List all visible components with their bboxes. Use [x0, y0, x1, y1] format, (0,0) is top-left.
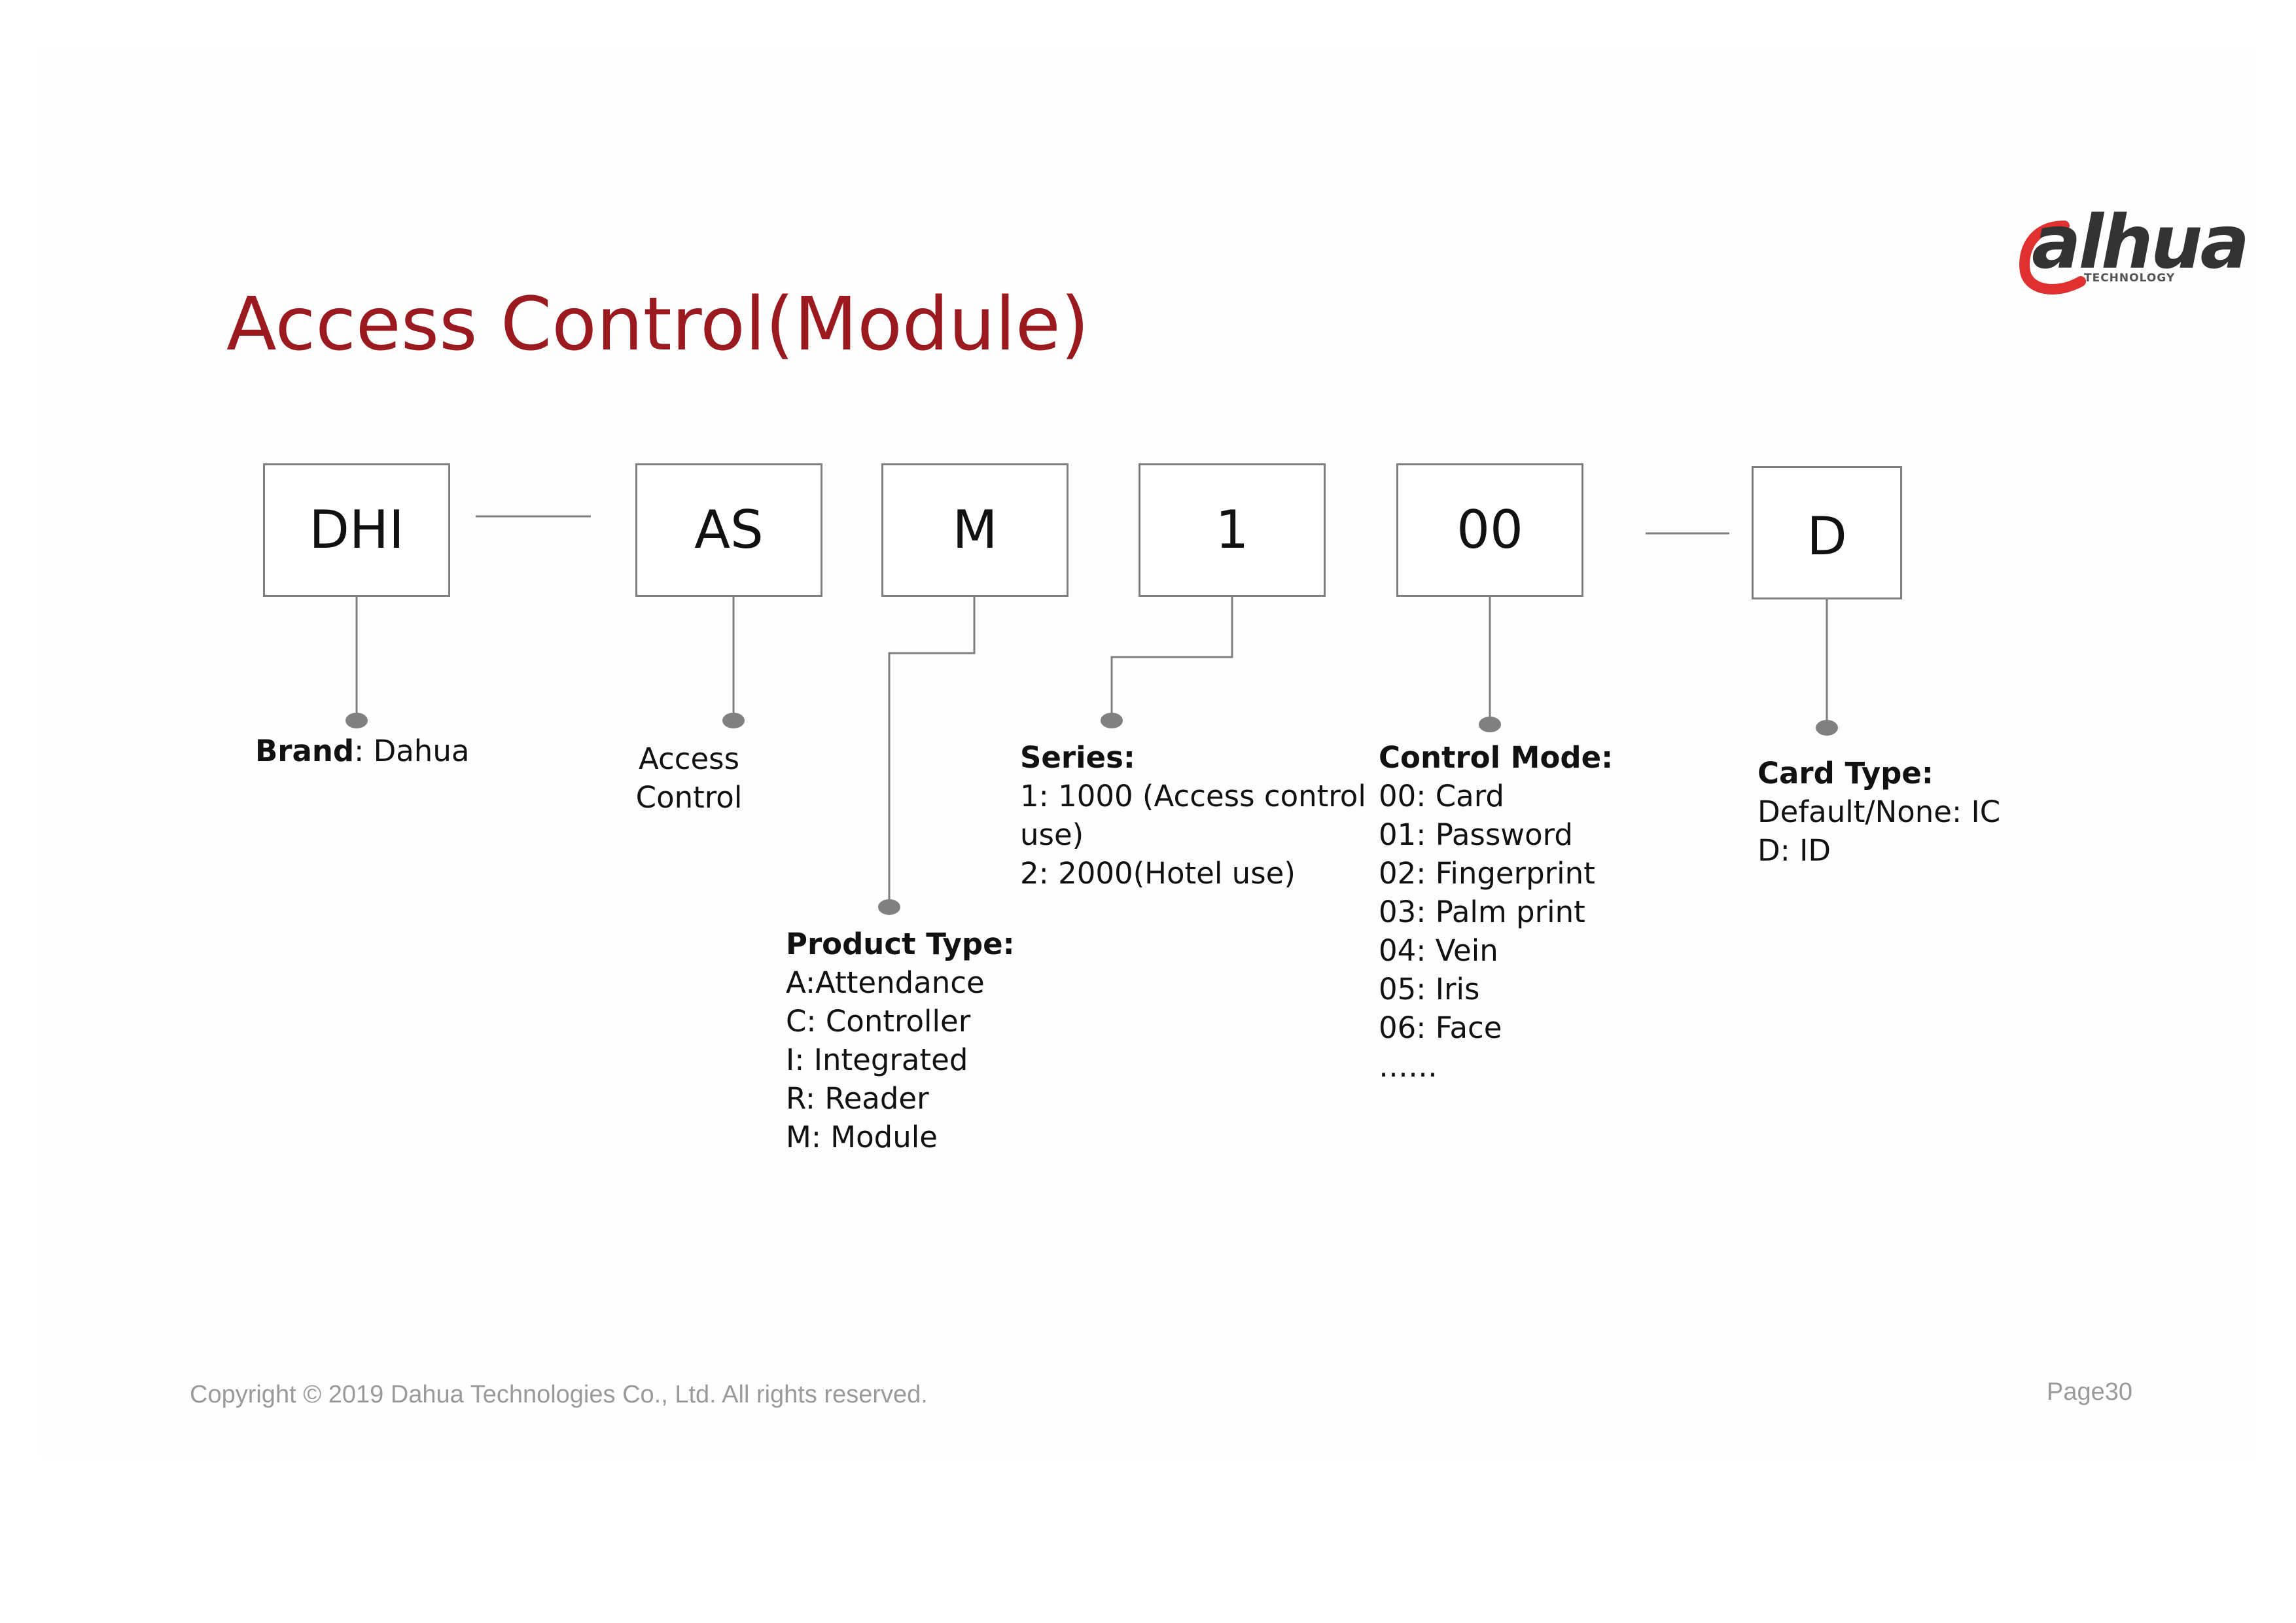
control-mode-line: 03: Palm print [1379, 895, 1585, 929]
product-type-description: Product Type: A:Attendance C: Controller… [786, 925, 1015, 1156]
logo-subtitle: TECHNOLOGY [2084, 272, 2176, 285]
brand-description: Brand: Dahua [255, 732, 469, 770]
code-box-brand: DHI [263, 463, 450, 597]
card-type-line: D: ID [1757, 833, 1831, 868]
category-line: Access [638, 741, 740, 776]
control-mode-line: …… [1379, 1049, 1438, 1084]
category-description: Access Control [625, 740, 753, 817]
connector-series [1110, 597, 1233, 720]
dot-control-mode [1479, 717, 1501, 732]
code-box-control-mode: 00 [1396, 463, 1583, 597]
control-mode-line: 01: Password [1379, 817, 1573, 852]
product-type-line: I: Integrated [786, 1043, 968, 1077]
brand-value: : Dahua [354, 734, 470, 768]
connector-product-type [888, 597, 976, 906]
code-box-product-type: M [881, 463, 1069, 597]
series-heading: Series: [1020, 740, 1135, 775]
control-mode-line: 02: Fingerprint [1379, 856, 1595, 891]
series-line: use) [1020, 817, 1084, 852]
series-line: 1: 1000 (Access control [1020, 779, 1366, 813]
series-line: 2: 2000(Hotel use) [1020, 856, 1296, 891]
control-mode-heading: Control Mode: [1379, 740, 1614, 775]
card-type-heading: Card Type: [1757, 756, 1934, 791]
slide-background [39, 46, 2257, 1459]
logo-wordmark: alhua [2032, 200, 2250, 285]
code-box-series: 1 [1139, 463, 1326, 597]
dot-brand [345, 713, 368, 728]
dot-card-type [1816, 720, 1838, 736]
dot-category [722, 713, 745, 728]
footer-page-number: Page30 [2047, 1378, 2133, 1406]
control-mode-line: 06: Face [1379, 1010, 1502, 1045]
product-type-heading: Product Type: [786, 927, 1015, 961]
brand-heading: Brand [255, 734, 355, 768]
dot-series [1101, 713, 1123, 728]
control-mode-line: 04: Vein [1379, 933, 1498, 968]
page-title: Access Control(Module) [226, 282, 1089, 367]
series-description: Series: 1: 1000 (Access control use) 2: … [1020, 738, 1366, 893]
card-type-line: Default/None: IC [1757, 794, 2001, 829]
control-mode-line: 05: Iris [1379, 972, 1480, 1007]
dot-product-type [878, 899, 900, 915]
code-box-category: AS [635, 463, 822, 597]
product-type-line: A:Attendance [786, 965, 985, 1000]
product-type-line: M: Module [786, 1120, 938, 1154]
logo-swoosh-icon [2019, 221, 2086, 294]
product-type-line: C: Controller [786, 1004, 971, 1039]
category-line: Control [635, 780, 743, 815]
code-box-card-type: D [1752, 466, 1902, 599]
footer-copyright: Copyright © 2019 Dahua Technologies Co.,… [190, 1381, 928, 1408]
product-type-line: R: Reader [786, 1081, 929, 1116]
control-mode-line: 00: Card [1379, 779, 1504, 813]
card-type-description: Card Type: Default/None: IC D: ID [1757, 754, 2000, 870]
control-mode-description: Control Mode: 00: Card 01: Password 02: … [1379, 738, 1613, 1086]
